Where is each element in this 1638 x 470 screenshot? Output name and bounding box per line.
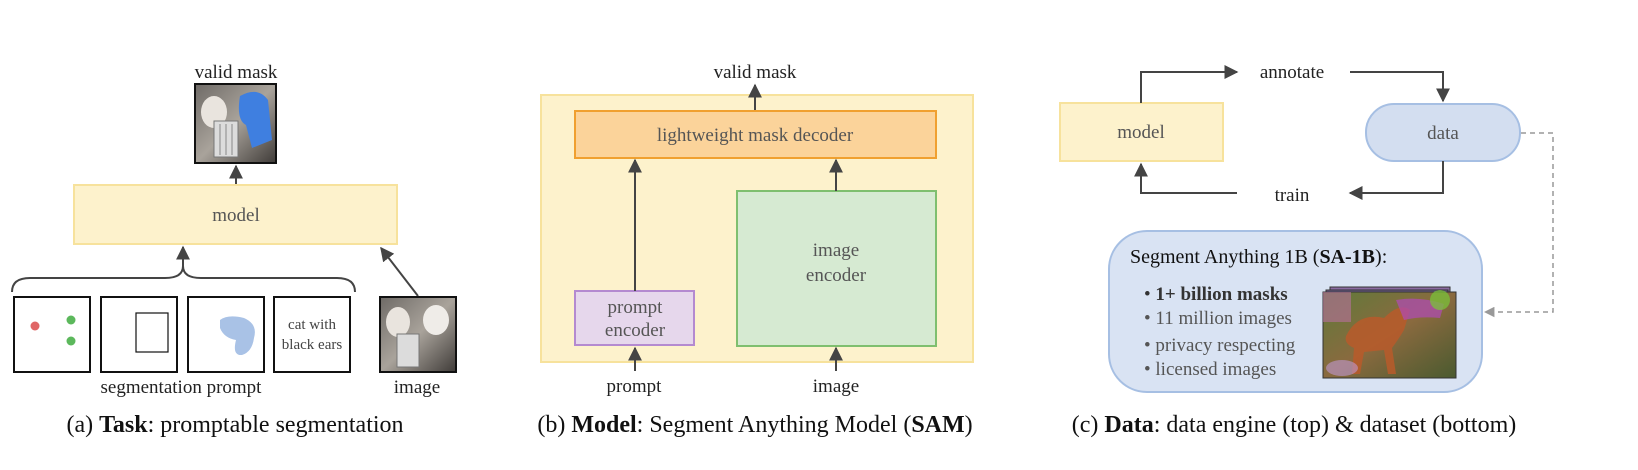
prompt-encoder-box xyxy=(574,290,695,346)
box-prompt-box xyxy=(100,296,178,373)
sam-image-label: image xyxy=(813,376,859,397)
prompt-encoder-label-line1: prompt xyxy=(608,297,664,318)
dataset-bullet-item: • 1+ billion masks xyxy=(1144,284,1288,305)
panel-task: valid mask model xyxy=(11,62,457,438)
dataset-bullet-item: • 11 million images xyxy=(1144,308,1292,329)
annotate-label: annotate xyxy=(1260,62,1324,83)
red-point-icon xyxy=(30,321,40,331)
task-image-label: image xyxy=(394,377,440,398)
image-encoder-label-line2: encoder xyxy=(806,265,867,286)
mask-prompt-box xyxy=(187,296,265,373)
dataset-bullets: • 1+ billion masks • 11 million images • p… xyxy=(1144,284,1296,380)
dataset-connector xyxy=(1483,132,1554,318)
green-point-icon xyxy=(66,315,76,325)
image-encoder-label-line1: image xyxy=(813,240,859,261)
engine-data-label: data xyxy=(1427,123,1459,144)
green-point-icon xyxy=(66,336,76,346)
caption-b: (b) Model: Segment Anything Model (SAM) xyxy=(537,412,972,438)
points-prompt-box xyxy=(13,296,91,373)
dataset-title: Segment Anything 1B (SA-1B): xyxy=(1130,246,1387,268)
text-prompt-box: cat with black ears xyxy=(273,296,351,373)
task-model-box xyxy=(73,184,398,245)
input-image-thumbnail xyxy=(379,296,457,373)
dataset-image-stack xyxy=(1322,286,1457,379)
mask-blob-icon xyxy=(220,316,255,356)
engine-model-box xyxy=(1059,102,1224,162)
sam-prompt-label: prompt xyxy=(607,376,663,397)
segmentation-prompt-label: segmentation prompt xyxy=(101,377,263,398)
valid-mask-thumbnail xyxy=(194,83,277,164)
valid-mask-label: valid mask xyxy=(195,62,278,83)
mask-decoder-label: lightweight mask decoder xyxy=(657,125,854,146)
dataset-bullet-item: • licensed images xyxy=(1144,359,1276,380)
text-prompt-line2: black ears xyxy=(282,337,343,353)
dataset-bullet-item: • privacy respecting xyxy=(1144,335,1296,356)
bounding-box-icon xyxy=(135,312,169,353)
caption-c: (c) Data: data engine (top) & dataset (b… xyxy=(1072,412,1517,438)
text-prompt-line1: cat with xyxy=(288,317,336,333)
panel-data: model data annotate train Segment Anythi… xyxy=(1059,62,1554,438)
image-encoder-box xyxy=(736,190,937,347)
engine-model-label: model xyxy=(1117,122,1165,143)
train-label: train xyxy=(1275,185,1310,206)
prompt-encoder-label-line2: encoder xyxy=(605,320,666,341)
task-model-label: model xyxy=(212,205,260,226)
mask-decoder-box xyxy=(574,110,937,159)
panel-model: valid mask lightweight mask decoder imag… xyxy=(537,62,974,438)
prompt-brace xyxy=(11,265,356,293)
caption-a: (a) Task: promptable segmentation xyxy=(66,412,403,438)
sam-valid-mask-label: valid mask xyxy=(714,62,797,83)
